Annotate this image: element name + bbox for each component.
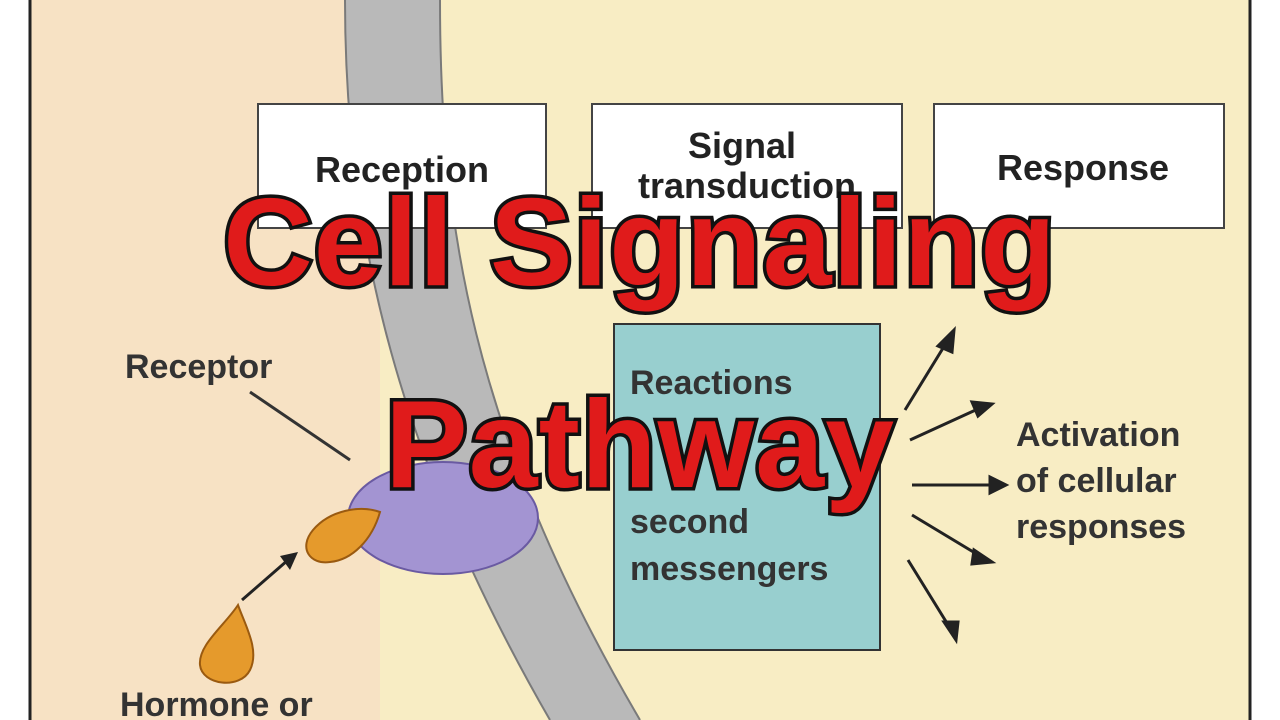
membrane-inner-edge bbox=[439, 0, 641, 720]
reactions-label: Reactions bbox=[630, 364, 793, 402]
receptor-pointer-line bbox=[249, 390, 351, 462]
reception-box bbox=[257, 103, 547, 229]
responses-label: responses bbox=[1016, 508, 1186, 546]
ligand-arrow-head bbox=[280, 552, 298, 570]
receptor-label: Receptor bbox=[125, 348, 272, 386]
title-line-2: Pathway bbox=[381, 376, 897, 514]
signal-transduction-label-line2: transduction bbox=[638, 165, 856, 206]
ligand-arrow-line bbox=[241, 558, 289, 602]
of-cellular-label: of cellular bbox=[1016, 462, 1177, 500]
arrow-down-head bbox=[970, 547, 997, 566]
arrow-up-head bbox=[969, 400, 996, 419]
activation-label: Activation bbox=[1016, 416, 1180, 454]
arrow-down bbox=[911, 513, 981, 558]
response-label: Response bbox=[997, 147, 1169, 188]
response-arrows bbox=[903, 326, 1010, 645]
messengers-label: messengers bbox=[630, 550, 828, 588]
arrow-right-head bbox=[988, 474, 1010, 496]
arrow-up-far-head bbox=[935, 326, 956, 355]
membrane-outer-edge bbox=[344, 0, 551, 720]
signal-transduction-label: Signal transduction bbox=[638, 125, 856, 206]
free-ligand bbox=[198, 602, 255, 684]
hormone-label: Hormone or bbox=[120, 686, 313, 720]
response-box bbox=[933, 103, 1225, 229]
arrow-up-far bbox=[903, 339, 950, 411]
reception-label: Reception bbox=[315, 149, 489, 190]
title-line-1: Cell Signaling bbox=[220, 174, 1060, 312]
arrow-down-far bbox=[906, 559, 952, 629]
second-label: second bbox=[630, 503, 749, 541]
signal-transduction-box bbox=[591, 103, 903, 229]
transduction-reactions-box bbox=[613, 323, 881, 651]
arrow-up bbox=[909, 406, 981, 442]
bound-ligand bbox=[305, 508, 382, 564]
arrow-down-far-head bbox=[941, 620, 960, 645]
signal-transduction-label-line1: Signal bbox=[688, 125, 796, 166]
